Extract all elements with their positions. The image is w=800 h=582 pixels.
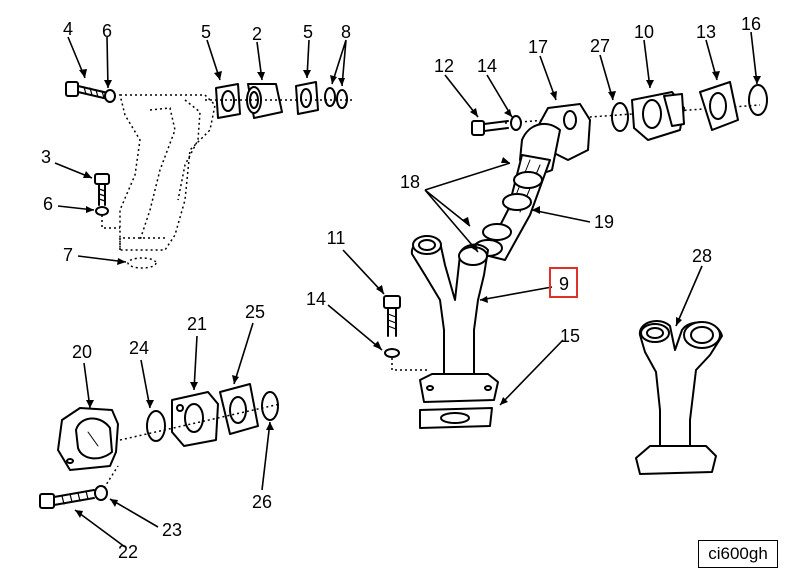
housing-20 — [57, 407, 119, 471]
bolt-4 — [65, 81, 109, 100]
o-ring-24 — [146, 410, 166, 442]
callout-20: 20 — [72, 342, 92, 362]
washer-14-top — [510, 115, 522, 131]
callout-10: 10 — [634, 22, 654, 42]
callout-14-center: 14 — [306, 289, 326, 309]
bolt-22 — [39, 489, 95, 509]
callout-21: 21 — [187, 314, 207, 334]
reference-code: ci600gh — [698, 540, 778, 568]
callout-12: 12 — [434, 56, 454, 76]
callout-14-top: 14 — [477, 56, 497, 76]
gasket-25 — [219, 383, 259, 435]
bolt-3 — [94, 173, 110, 206]
washer-14-center — [384, 348, 400, 358]
callout-23: 23 — [162, 520, 182, 540]
bolt-11 — [383, 295, 401, 337]
callout-2: 2 — [252, 24, 262, 44]
washer-6-left — [95, 206, 109, 216]
callout-13: 13 — [696, 22, 716, 42]
callout-4: 4 — [63, 19, 73, 39]
callout-25: 25 — [245, 302, 265, 322]
o-ring-16 — [748, 84, 768, 116]
gasket-15 — [419, 407, 493, 429]
elbow-2 — [246, 83, 283, 119]
callout-26: 26 — [252, 492, 272, 512]
washer-23 — [94, 485, 108, 501]
callout-8: 8 — [341, 22, 351, 42]
gasket-7 — [127, 257, 157, 269]
callout-15: 15 — [560, 326, 580, 346]
bolt-12 — [471, 120, 509, 136]
o-ring-27 — [611, 102, 629, 132]
callout-11: 11 — [327, 228, 346, 248]
gasket-5-right — [295, 81, 319, 115]
gasket-13 — [699, 81, 739, 131]
callout-9: 9 — [559, 274, 569, 294]
arrowheads — [75, 69, 761, 518]
gasket-5-left — [215, 83, 241, 119]
callout-16: 16 — [741, 14, 761, 34]
o-ring-8b — [336, 89, 348, 109]
highlighted-callout-box — [549, 267, 578, 298]
callout-7: 7 — [63, 245, 73, 265]
callout-19: 19 — [594, 212, 614, 232]
washer-6-top — [104, 89, 116, 103]
callout-6-left: 6 — [43, 194, 53, 214]
y-pipe-9 — [410, 235, 499, 403]
flange-21 — [171, 391, 219, 447]
o-ring-26 — [261, 391, 279, 421]
callout-24: 24 — [129, 338, 149, 358]
callout-28: 28 — [692, 246, 712, 266]
flange-adapter-10 — [631, 91, 685, 141]
dotted-manifold — [119, 94, 216, 251]
callout-22: 22 — [118, 542, 138, 562]
callout-18: 18 — [400, 172, 420, 192]
callout-5-left: 5 — [201, 22, 211, 42]
callout-5-right: 5 — [303, 22, 313, 42]
callout-27: 27 — [590, 36, 610, 56]
o-ring-8a — [324, 87, 336, 107]
callout-3: 3 — [41, 147, 51, 167]
callout-6-top: 6 — [102, 21, 112, 41]
assembled-pipe-28 — [635, 320, 723, 475]
callout-17: 17 — [528, 37, 548, 57]
callout-labels: 4 6 5 2 5 8 3 6 7 12 14 17 27 10 13 16 1… — [41, 14, 761, 562]
